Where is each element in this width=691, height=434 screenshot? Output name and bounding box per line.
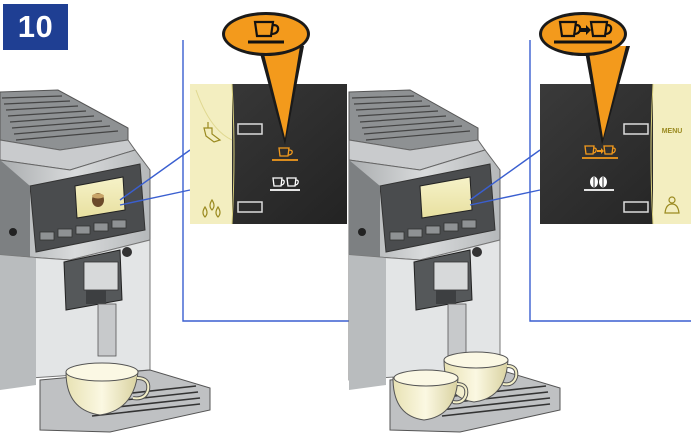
right-control-panel-zoom: MENU	[540, 84, 691, 224]
menu-label: MENU	[662, 128, 683, 135]
left-control-panel-zoom	[190, 84, 347, 224]
